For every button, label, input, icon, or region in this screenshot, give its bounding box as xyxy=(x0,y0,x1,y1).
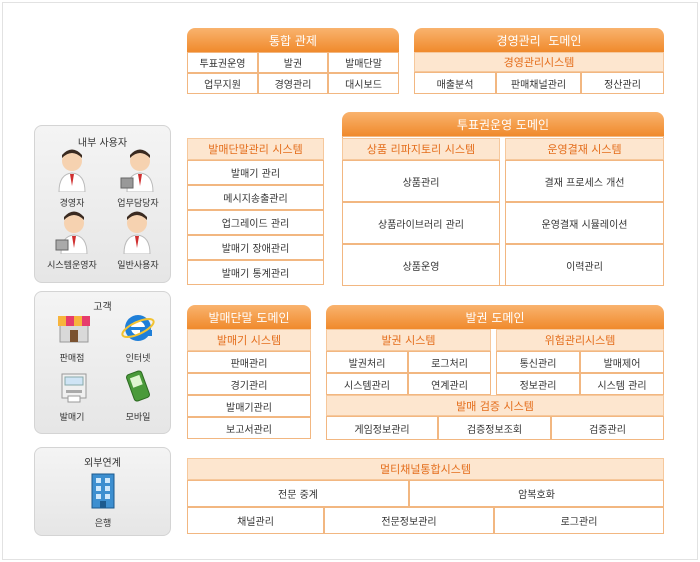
integrated-cell: 발매단말 xyxy=(328,52,399,73)
risk-system-cell: 시스템 관리 xyxy=(580,373,664,395)
settlement-cell: 운영결재 시뮬레이션 xyxy=(505,202,664,244)
internal-users-title: 내부 사용자 xyxy=(77,138,128,149)
multichannel-cell: 로그관리 xyxy=(494,507,664,534)
integrated-cell: 업무지원 xyxy=(187,73,258,94)
customer-label: 판매점 xyxy=(59,354,85,364)
mobile-phone-icon xyxy=(126,370,150,402)
sysadmin-person-icon xyxy=(55,211,88,254)
multichannel-cell: 전문 중계 xyxy=(187,480,409,507)
product-repo-header: 상품 리파지토리 시스템 xyxy=(342,138,500,160)
internal-user-label: 업무담당자 xyxy=(117,199,159,209)
bank-building-icon xyxy=(91,473,115,509)
risk-system-cell: 통신관리 xyxy=(496,351,580,373)
manager-person-icon xyxy=(58,149,86,192)
internal-users-panel: 내부 사용자 xyxy=(34,125,171,283)
risk-system-cell: 발매제어 xyxy=(580,351,664,373)
ticket-system-cell: 시스템관리 xyxy=(326,373,408,395)
internet-explorer-icon xyxy=(121,315,155,341)
general-user-person-icon xyxy=(123,211,151,254)
product-repo-cell: 상품관리 xyxy=(342,160,500,202)
settlement-cell: 이력관리 xyxy=(505,244,664,286)
product-repo-cell: 상품운영 xyxy=(342,244,500,286)
management-cell: 판매채널관리 xyxy=(496,72,581,94)
management-system-header: 경영관리시스템 xyxy=(414,52,664,72)
management-cell: 매출분석 xyxy=(414,72,496,94)
customer-label: 인터넷 xyxy=(125,354,151,364)
external-title: 외부연계 xyxy=(84,458,121,469)
management-cell: 정산관리 xyxy=(581,72,664,94)
internal-user-label: 시스템운영자 xyxy=(47,261,97,271)
terminal-domain-cell: 경기관리 xyxy=(187,373,311,395)
verify-system-cell: 게임정보관리 xyxy=(326,416,438,440)
ticket-system-header: 발권 시스템 xyxy=(326,329,491,351)
ticket-domain-header: 발권 도메인 xyxy=(326,305,664,329)
customers-title: 고객 xyxy=(93,302,112,313)
risk-system-cell: 정보관리 xyxy=(496,373,580,395)
settlement-cell: 결재 프로세스 개선 xyxy=(505,160,664,202)
integrated-cell: 투표권운영 xyxy=(187,52,258,73)
settlement-header: 운영결재 시스템 xyxy=(505,138,664,160)
ticket-system-cell: 발권처리 xyxy=(326,351,408,373)
terminal-domain-cell: 보고서관리 xyxy=(187,417,311,439)
integrated-control-header: 통합 관제 xyxy=(187,28,399,52)
terminal-domain-cell: 판매관리 xyxy=(187,351,311,373)
terminal-mgmt-cell: 업그레이드 관리 xyxy=(187,210,324,235)
risk-system-header: 위험관리시스템 xyxy=(496,329,664,351)
verify-system-header: 발매 검증 시스템 xyxy=(326,395,664,416)
staff-person-icon xyxy=(120,149,154,192)
terminal-mgmt-cell: 발매기 관리 xyxy=(187,160,324,185)
multichannel-header: 멀티채널통합시스템 xyxy=(187,458,664,480)
ticket-system-cell: 로그처리 xyxy=(408,351,491,373)
internal-user-label: 일반사용자 xyxy=(117,261,159,271)
ticket-system-cell: 연계관리 xyxy=(408,373,491,395)
customer-label: 발매기 xyxy=(59,413,85,423)
multichannel-cell: 암복호화 xyxy=(409,480,664,507)
terminal-mgmt-cell: 발매기 통계관리 xyxy=(187,260,324,285)
multichannel-cell: 전문정보관리 xyxy=(324,507,494,534)
integrated-cell: 대시보드 xyxy=(328,73,399,94)
internal-user-label: 경영자 xyxy=(59,199,85,209)
multichannel-cell: 채널관리 xyxy=(187,507,324,534)
external-label: 은행 xyxy=(94,519,112,529)
product-repo-cell: 상품라이브러리 관리 xyxy=(342,202,500,244)
customer-label: 모바일 xyxy=(125,413,151,423)
terminal-mgmt-cell: 메시지송출관리 xyxy=(187,185,324,210)
management-domain-header: 경영관리 도메인 xyxy=(414,28,664,52)
integrated-cell: 경영관리 xyxy=(258,73,328,94)
verify-system-cell: 검증정보조회 xyxy=(438,416,551,440)
integrated-cell: 발권 xyxy=(258,52,328,73)
verify-system-cell: 검증관리 xyxy=(551,416,664,440)
ticket-machine-icon xyxy=(61,373,87,403)
terminal-domain-header: 발매단말 도메인 xyxy=(187,305,311,329)
terminal-mgmt-cell: 발매기 장애관리 xyxy=(187,235,324,260)
terminal-mgmt-header: 발매단말관리 시스템 xyxy=(187,138,324,160)
terminal-domain-cell: 발매기관리 xyxy=(187,395,311,417)
betting-domain-header: 투표권운영 도메인 xyxy=(342,112,664,136)
terminal-system-header: 발매기 시스템 xyxy=(187,329,311,351)
customers-panel: 고객 xyxy=(34,291,171,434)
store-icon xyxy=(58,316,90,343)
